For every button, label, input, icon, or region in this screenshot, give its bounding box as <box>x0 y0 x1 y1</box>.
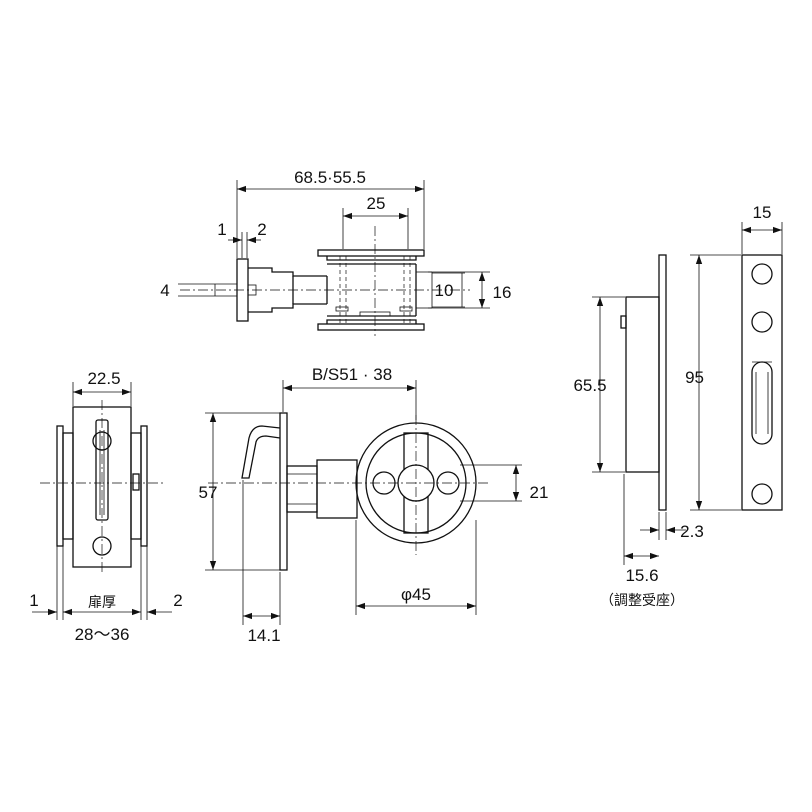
dim-10: 10 <box>435 281 454 300</box>
dim-15-6: 15.6 <box>625 566 658 585</box>
strike-slot <box>751 361 773 445</box>
strike-side-view <box>620 254 667 511</box>
dim-22-5: 22.5 <box>87 369 120 388</box>
dim-door-range: 28～36 <box>75 625 130 644</box>
strike-front-dimensions <box>690 222 783 511</box>
strike-plate-front <box>741 254 783 511</box>
top-body-upper <box>248 267 327 277</box>
dim-65-5: 65.5 <box>573 376 606 395</box>
dim-95: 95 <box>685 368 704 387</box>
top-body-lower <box>248 303 327 313</box>
strike-box-side <box>625 296 660 473</box>
door-thickness-label: 扉厚 <box>88 595 116 611</box>
dim-15: 15 <box>753 203 772 222</box>
dim-1-left: 1 <box>29 591 38 610</box>
front-faceplate <box>279 412 288 571</box>
dim-57: 57 <box>199 483 218 502</box>
dim-total-length: 68.5·55.5 <box>294 168 366 187</box>
dim-2-3: 2.3 <box>680 522 704 541</box>
front-hook <box>241 425 281 479</box>
dim-21: 21 <box>530 483 549 502</box>
left-edge-view <box>40 400 165 575</box>
dim-2-left: 2 <box>173 591 182 610</box>
top-rose-upper <box>317 249 425 257</box>
top-view <box>178 226 470 336</box>
adjust-note: （調整受座） <box>600 593 684 609</box>
front-view-dimensions <box>205 380 522 625</box>
dim-dia-45: φ45 <box>401 585 431 604</box>
strike-plate-side <box>658 254 667 511</box>
dim-16: 16 <box>493 283 512 302</box>
top-rose-lower <box>317 323 425 331</box>
dim-backset: B/S51 · 38 <box>312 365 392 384</box>
top-view-dimensions <box>228 180 490 309</box>
dim-25: 25 <box>367 194 386 213</box>
left-view-dimensions <box>32 382 172 620</box>
dim-4: 4 <box>160 281 169 300</box>
strike-side-dimensions <box>592 296 686 565</box>
dim-14-1: 14.1 <box>247 626 280 645</box>
dim-2-top: 2 <box>257 220 266 239</box>
front-view <box>208 412 490 571</box>
dim-1-top: 1 <box>217 220 226 239</box>
strike-front-view <box>741 254 783 511</box>
